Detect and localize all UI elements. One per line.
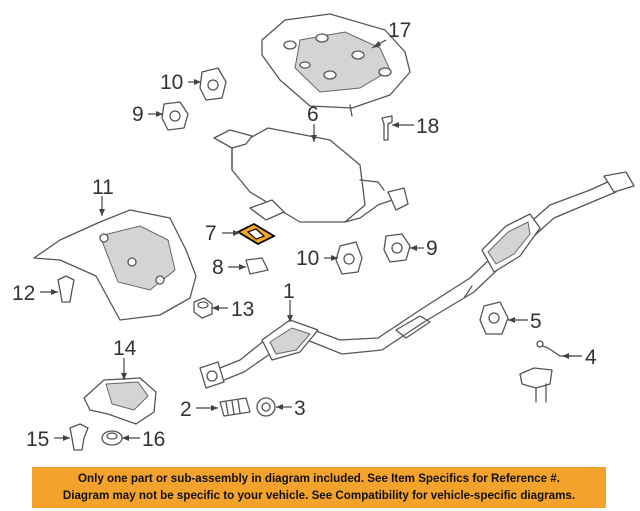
part-3-grommet bbox=[256, 397, 276, 417]
callout-10-top: 10 bbox=[160, 71, 183, 94]
notice-line-1: Only one part or sub-assembly in diagram… bbox=[78, 472, 560, 485]
callout-6: 6 bbox=[307, 103, 319, 126]
part-18-bolt bbox=[381, 115, 393, 141]
callout-14: 14 bbox=[113, 337, 137, 360]
callout-10-lower: 10 bbox=[296, 247, 319, 270]
part-13-nut bbox=[193, 297, 213, 319]
callout-15: 15 bbox=[26, 428, 49, 451]
callout-11: 11 bbox=[92, 176, 114, 199]
callout-7: 7 bbox=[205, 222, 217, 245]
part-10-hanger-lower bbox=[335, 241, 363, 275]
part-5-hanger bbox=[479, 301, 509, 335]
part-10-hanger-top bbox=[199, 67, 227, 101]
callout-12: 12 bbox=[12, 282, 35, 305]
callout-18: 18 bbox=[416, 115, 439, 138]
part-2-sleeve bbox=[219, 397, 251, 417]
callout-5: 5 bbox=[530, 310, 542, 333]
callout-2: 2 bbox=[180, 398, 192, 421]
part-15-clip bbox=[69, 423, 89, 451]
notice-line-2: Diagram may not be specific to your vehi… bbox=[62, 489, 576, 502]
part-8-grommet bbox=[245, 257, 269, 275]
part-9-hanger-lower bbox=[383, 233, 411, 263]
callout-1: 1 bbox=[283, 280, 295, 303]
callout-8: 8 bbox=[212, 256, 224, 279]
part-17-heat-shield bbox=[261, 13, 411, 117]
part-4-sensor bbox=[519, 340, 573, 403]
callout-3: 3 bbox=[294, 397, 306, 420]
part-7-gasket bbox=[236, 222, 276, 246]
part-12-clip bbox=[57, 275, 75, 303]
leader-arrowheads bbox=[51, 41, 569, 441]
callout-13: 13 bbox=[231, 298, 254, 321]
part-1-exhaust-pipe bbox=[199, 171, 635, 389]
part-14-bracket bbox=[83, 377, 157, 425]
part-9-hanger-top bbox=[161, 101, 189, 131]
part-6-muffler bbox=[213, 127, 409, 223]
callout-4: 4 bbox=[585, 346, 597, 369]
compatibility-notice-banner: Only one part or sub-assembly in diagram… bbox=[32, 467, 606, 508]
part-11-heat-shield bbox=[33, 209, 197, 321]
callout-16: 16 bbox=[142, 428, 165, 451]
callout-17: 17 bbox=[388, 19, 411, 42]
callout-9-top: 9 bbox=[132, 103, 144, 126]
callout-9-lower: 9 bbox=[426, 237, 438, 260]
part-16-grommet bbox=[101, 430, 123, 446]
